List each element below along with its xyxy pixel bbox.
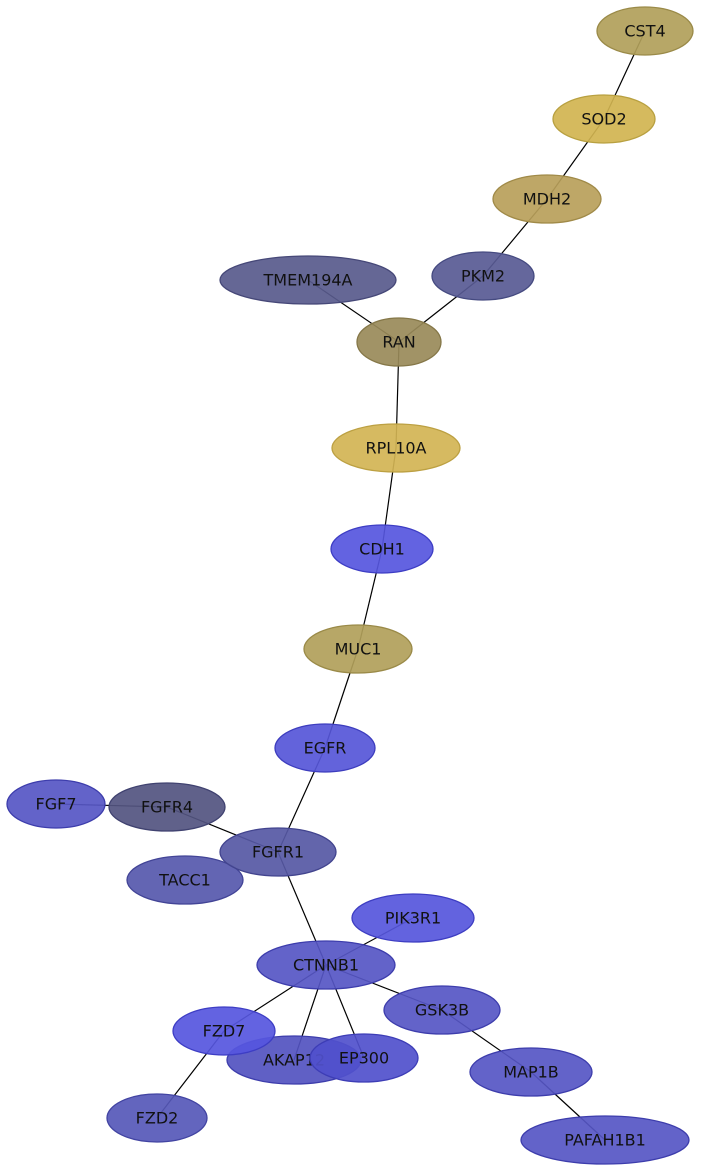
node-ran[interactable]: RAN [356, 317, 442, 367]
node-pkm2[interactable]: PKM2 [431, 251, 535, 301]
node-label: CTNNB1 [293, 956, 359, 975]
node-label: FGF7 [36, 795, 77, 814]
node-label: FGFR4 [141, 798, 193, 817]
node-fgfr4[interactable]: FGFR4 [108, 782, 226, 832]
node-fgfr1[interactable]: FGFR1 [219, 827, 337, 877]
node-mdh2[interactable]: MDH2 [492, 174, 602, 224]
node-ctnnb1[interactable]: CTNNB1 [256, 940, 396, 990]
node-pafah1b1[interactable]: PAFAH1B1 [520, 1115, 690, 1165]
node-label: FZD2 [136, 1109, 179, 1128]
node-label: GSK3B [415, 1001, 469, 1020]
node-label: EP300 [339, 1049, 389, 1068]
node-muc1[interactable]: MUC1 [303, 624, 413, 674]
node-label: RAN [382, 333, 415, 352]
node-fzd7[interactable]: FZD7 [172, 1006, 276, 1056]
node-label: MUC1 [335, 640, 382, 659]
node-label: TACC1 [158, 871, 211, 890]
node-label: PKM2 [461, 267, 505, 286]
node-pik3r1[interactable]: PIK3R1 [351, 893, 475, 943]
node-label: FZD7 [203, 1022, 246, 1041]
node-ep300[interactable]: EP300 [309, 1033, 419, 1083]
node-gsk3b[interactable]: GSK3B [383, 985, 501, 1035]
node-label: PIK3R1 [385, 909, 441, 928]
node-egfr[interactable]: EGFR [274, 723, 376, 773]
node-tmem194a[interactable]: TMEM194A [219, 255, 397, 305]
node-tacc1[interactable]: TACC1 [126, 855, 244, 905]
node-label: AKAP12 [263, 1051, 325, 1070]
node-fzd2[interactable]: FZD2 [106, 1093, 208, 1143]
node-rpl10a[interactable]: RPL10A [331, 423, 461, 473]
node-label: TMEM194A [263, 271, 353, 290]
node-cst4[interactable]: CST4 [596, 6, 694, 56]
node-layer: CST4 SOD2 MDH2 PKM2 TMEM194A RAN RPL10A … [6, 6, 694, 1165]
node-label: FGFR1 [252, 843, 304, 862]
node-label: CST4 [624, 22, 665, 41]
node-sod2[interactable]: SOD2 [552, 94, 656, 144]
node-label: CDH1 [359, 540, 405, 559]
node-label: MAP1B [503, 1063, 559, 1082]
node-label: RPL10A [366, 439, 427, 458]
node-label: PAFAH1B1 [564, 1131, 646, 1150]
node-cdh1[interactable]: CDH1 [330, 524, 434, 574]
node-map1b[interactable]: MAP1B [469, 1047, 593, 1097]
node-label: SOD2 [581, 110, 626, 129]
node-fgf7[interactable]: FGF7 [6, 779, 106, 829]
node-label: EGFR [304, 739, 347, 758]
node-label: MDH2 [523, 190, 571, 209]
